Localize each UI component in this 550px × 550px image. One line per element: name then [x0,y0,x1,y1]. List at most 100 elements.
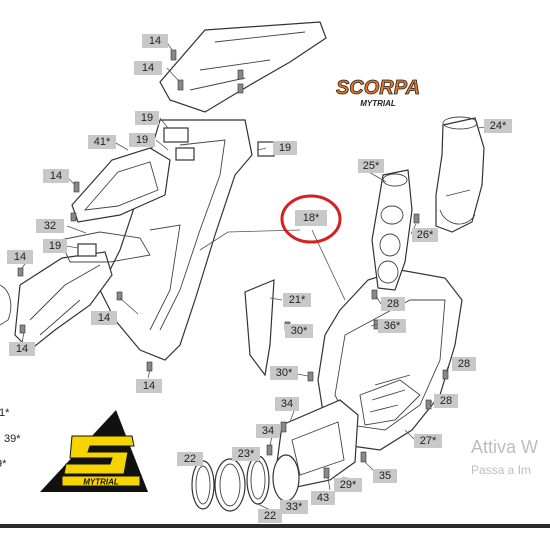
callout-number: 21* [289,294,306,306]
logo-underline [61,475,141,487]
callout-number: 22 [184,453,196,465]
highlight-18 [280,194,342,244]
callout-box [129,133,155,147]
edge-callout-e1: 1* [0,407,10,419]
callout-c1: 14 [142,34,168,48]
callout-number: 41* [94,136,111,148]
callout-box [258,509,282,523]
edge-labels: 1* 39* 9* [0,407,21,470]
logo-s-shape [63,435,135,475]
callout-c20: 28 [434,394,458,408]
side-plate-part [71,147,171,223]
air-filter-part [435,117,485,233]
callout-number: 43 [317,492,329,504]
callout-c33: 22 [258,509,282,523]
callout-number: 34 [281,398,293,410]
callout-box [358,159,384,173]
callout-c8: 32 [36,219,64,233]
clip-19d-part [77,243,97,257]
callout-c10: 14 [7,250,33,264]
callout-number: 28 [458,358,470,370]
callout-number: 29* [340,479,357,491]
callout-number: 28 [440,395,452,407]
callout-number: 19 [141,112,153,124]
callout-box [283,293,311,307]
spacer-ring-33-part [272,454,300,502]
callout-18-highlighted: 18* [295,210,327,226]
callout-number: 22 [264,510,276,522]
bottom-edge-bar [0,524,550,528]
callout-c17: 36* [378,319,406,333]
clip-19-part [163,127,189,143]
callout-c12: 25* [358,159,384,173]
callout-box [412,228,438,242]
callout-box [134,61,162,75]
callout-box [434,394,458,408]
scorpa-wordmark: SCORPA [336,77,420,99]
callout-c4: 41* [88,135,116,149]
callout-c2: 14 [134,61,162,75]
callout-box [256,424,280,438]
callout-number: 14 [16,343,28,355]
edge-callout-e2: 39* [4,433,21,445]
callout-c24: 34 [275,397,299,411]
callout-number: 14 [98,312,110,324]
callout-box [232,447,260,461]
callout-box [275,397,299,411]
callout-number: 18* [303,212,320,224]
coupling-sleeve-23-part [214,458,246,512]
callout-number: 19 [49,240,61,252]
highlight-ring [280,194,342,244]
callout-box [136,379,162,393]
callout-box [311,491,335,505]
callout-c13: 26* [412,228,438,242]
callout-number: 32 [44,220,56,232]
callout-box [373,469,397,483]
s-mytrial-logo: MYTRIAL [40,410,148,492]
callout-number: 28 [387,298,399,310]
callout-c30: 29* [334,478,362,492]
callout-number: 24* [490,120,507,132]
callout-box [43,239,67,253]
callout-box [285,324,313,338]
callout-number: 19 [279,142,291,154]
callout-box [36,219,64,233]
callout-number: 14 [143,380,155,392]
intake-snorkel-part [371,169,413,291]
callout-box [484,119,512,133]
callout-number: 33* [286,501,303,513]
callout-number: 14 [142,62,154,74]
callout-c25: 34 [256,424,280,438]
os-activation-watermark: Attiva W Passa a Im [471,436,550,478]
callout-number: 25* [363,160,380,172]
watermark-line-2: Passa a Im [471,463,532,477]
callout-c21: 14 [91,311,117,325]
scorpa-logo: SCORPA MYTRIAL [336,77,421,108]
callout-c5: 19 [129,133,155,147]
callout-layer: 14141941*19191432191424*25*26*21*2830*36… [7,34,512,523]
callout-box [91,311,117,325]
callout-number: 23* [238,448,255,460]
scorpa-submark: MYTRIAL [360,99,396,108]
edge-callout-e3: 9* [0,458,7,470]
callout-box [334,478,362,492]
callout-number: 14 [50,170,62,182]
callout-c28: 27* [414,434,442,448]
callout-box [270,366,298,380]
callout-number: 36* [384,320,401,332]
callout-c6: 19 [273,141,297,155]
callout-c31: 43 [311,491,335,505]
callout-number: 35 [379,470,391,482]
callout-number: 19 [136,134,148,146]
callout-c15: 28 [381,297,405,311]
callout-number: 14 [149,35,161,47]
callout-c27: 23* [232,447,260,461]
watermark-line-1: Attiva W [471,437,539,457]
callout-number: 14 [14,251,26,263]
callout-c23: 14 [9,342,35,356]
callout-box [452,357,476,371]
clip-19b-part [175,147,195,161]
callout-c22: 14 [136,379,162,393]
callout-box [9,342,35,356]
